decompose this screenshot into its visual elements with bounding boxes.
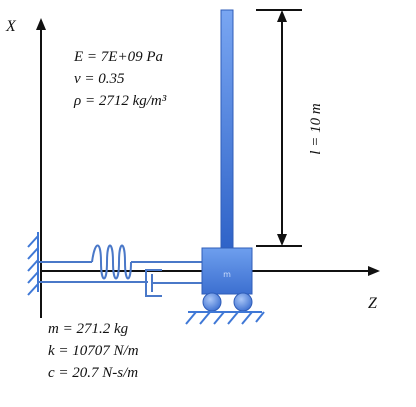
damper [38, 269, 202, 297]
mass-label: m = 271.2 kg [48, 321, 129, 337]
damping-label: c = 20.7 N-s/m [48, 365, 139, 381]
cart: m [201, 247, 253, 295]
beam [220, 9, 234, 249]
ground-hatch [185, 311, 265, 325]
spring [38, 244, 202, 280]
cart-wheel-left [202, 292, 222, 312]
density-label: ρ = 2712 kg/m³ [74, 93, 167, 109]
youngs-modulus-label: E = 7E+09 Pa [74, 49, 163, 65]
x-axis-label: X [6, 18, 16, 35]
x-axis-arrowhead [36, 18, 46, 30]
poisson-ratio-label: v = 0.35 [74, 71, 125, 87]
z-axis-label: Z [368, 295, 377, 312]
z-axis-arrowhead [368, 266, 380, 276]
length-dimension [256, 9, 302, 247]
length-label: l = 10 m [308, 103, 324, 155]
left-wall [27, 232, 39, 296]
stiffness-label: k = 10707 N/m [48, 343, 139, 359]
cart-wheel-right [233, 292, 253, 312]
svg-text:m: m [223, 270, 231, 279]
